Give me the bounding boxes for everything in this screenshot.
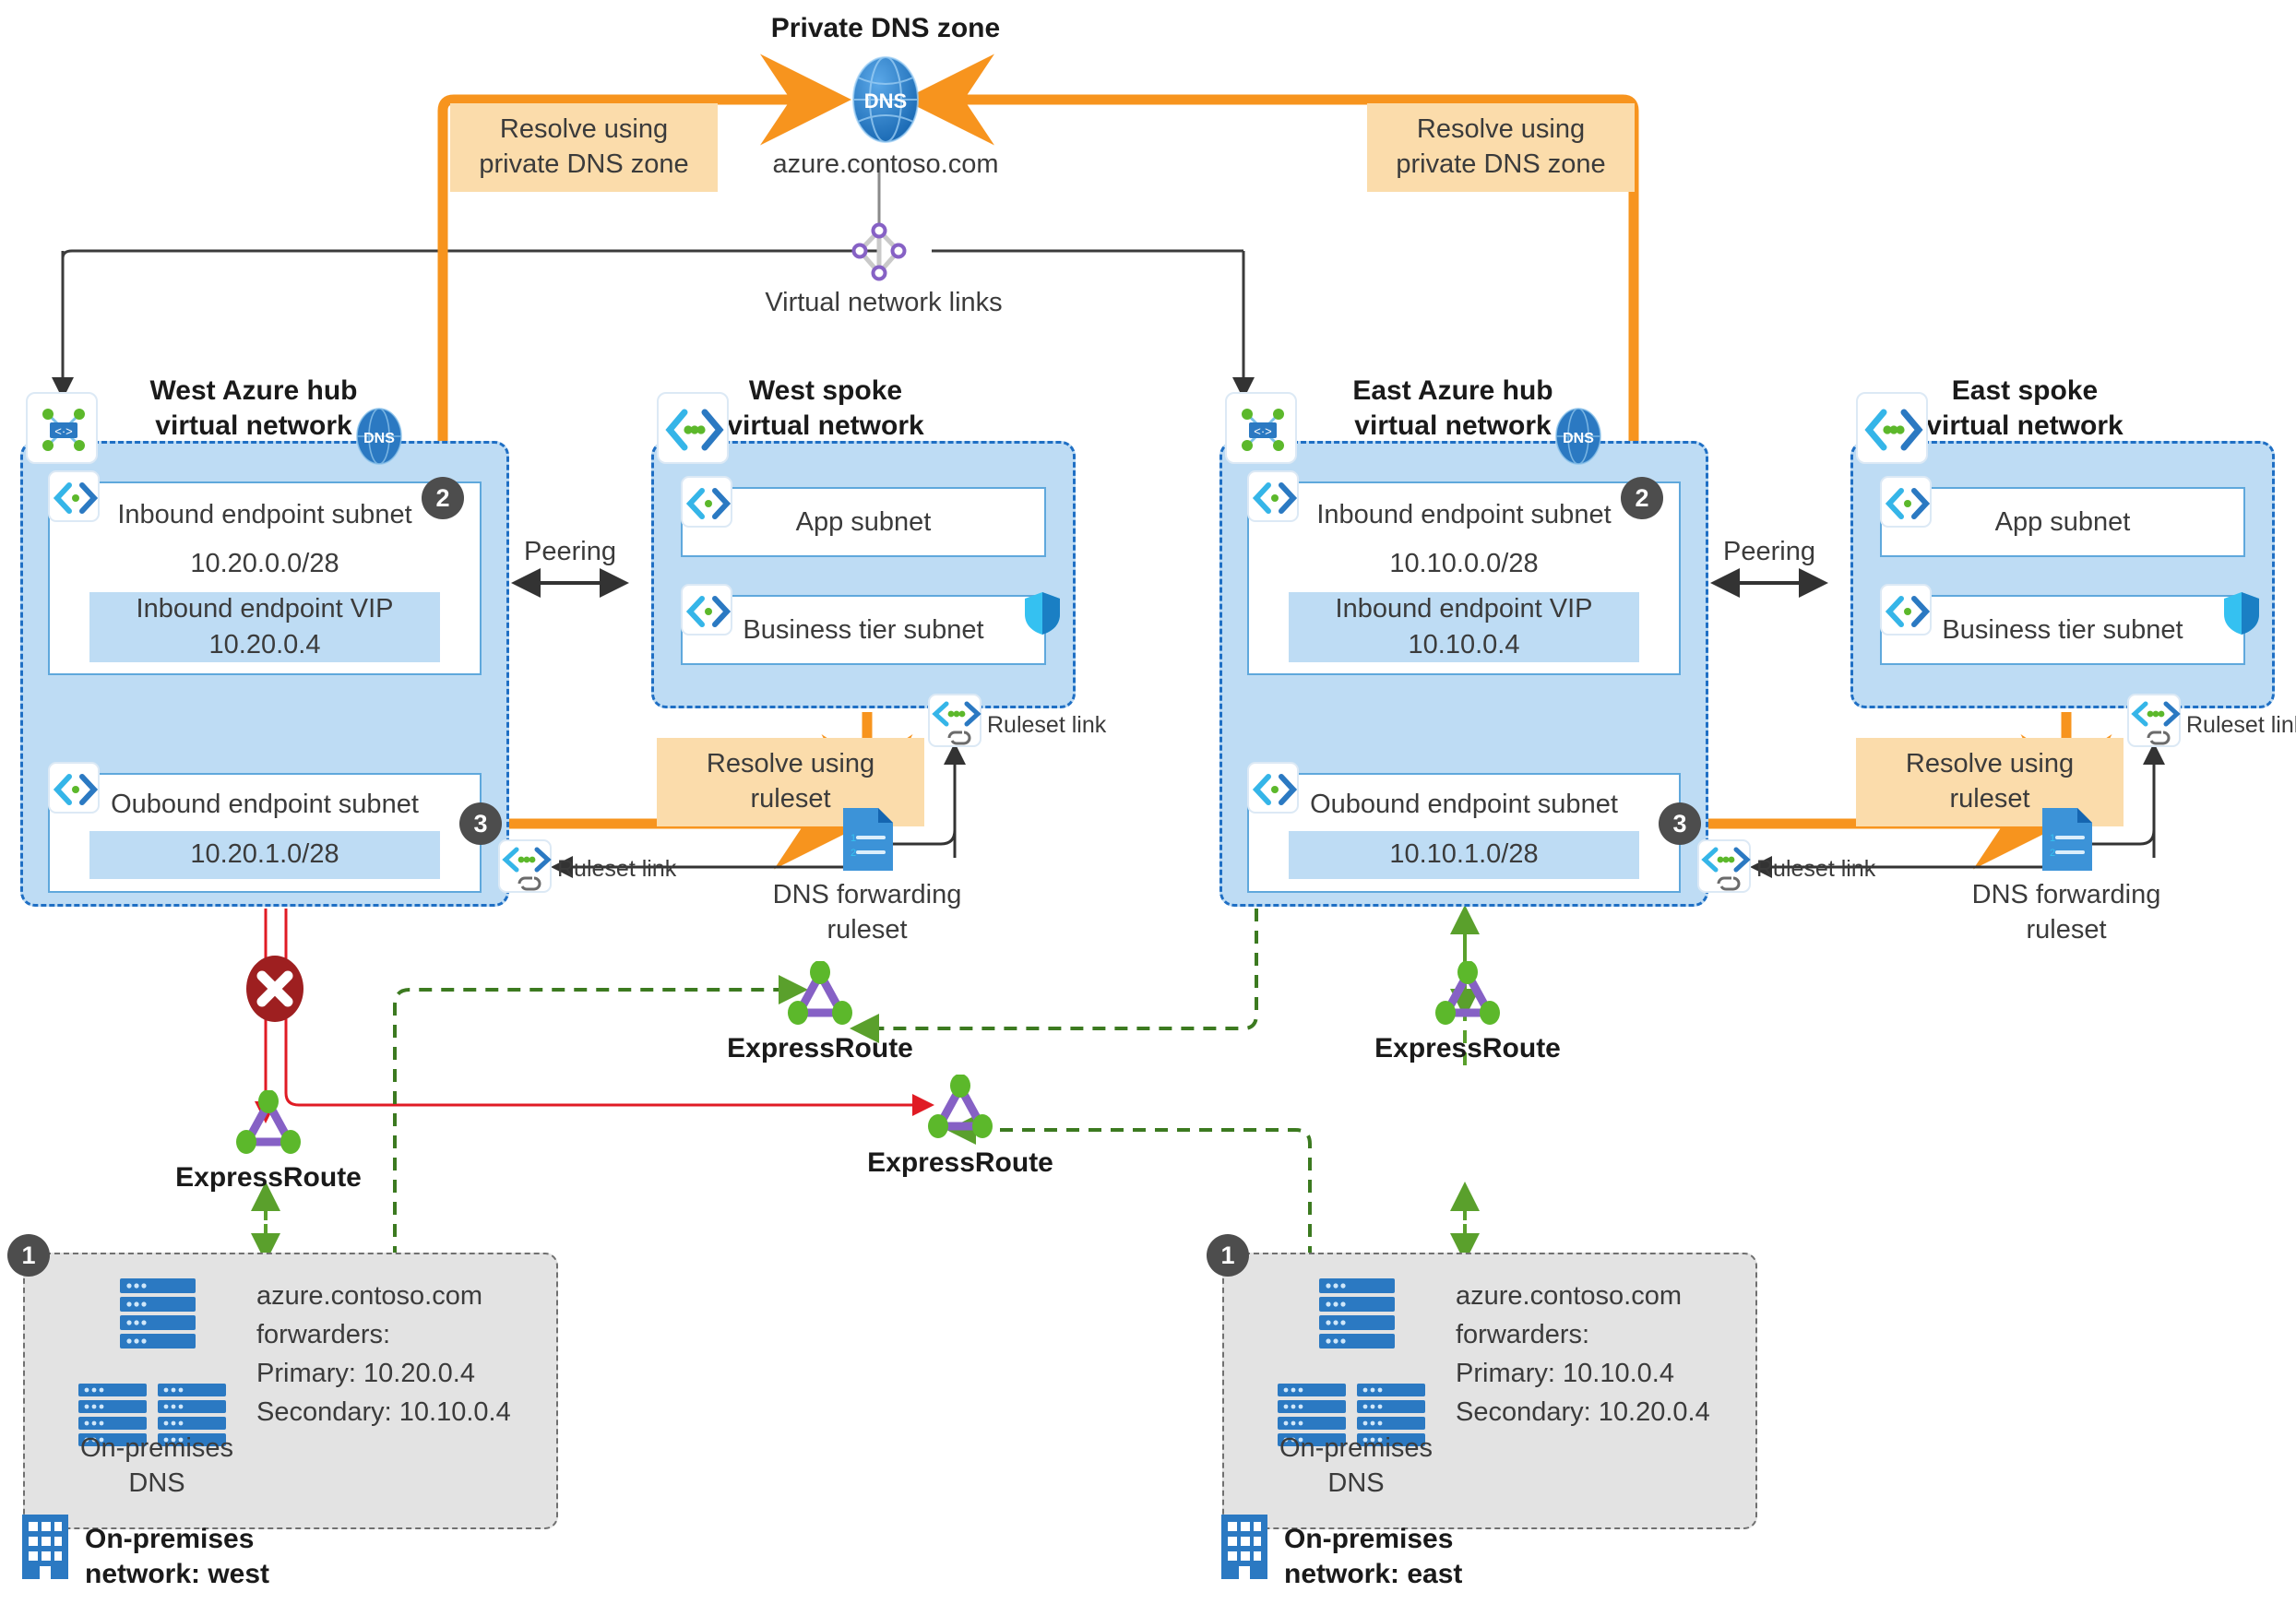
east-spoke-business-subnet: Business tier subnet: [1880, 595, 2245, 665]
step-badge-3-west: 3: [459, 802, 502, 845]
expressroute-icon-west: [232, 1089, 304, 1157]
west-spoke-business-subnet-label: Business tier subnet: [743, 614, 984, 645]
dns-forwarding-ruleset-label-west: DNS forwarding ruleset: [772, 880, 962, 945]
onprem-west-dns-servers-icon: [65, 1273, 249, 1448]
east-hub-vnet-icon: <·>: [1225, 392, 1297, 464]
west-spoke-shield-icon: [1022, 590, 1063, 636]
east-spoke-app-subnet: App subnet: [1880, 487, 2245, 557]
ruleset-link-icon-east-hub: [1697, 839, 1751, 893]
east-inbound-subnet-icon: [1247, 470, 1299, 522]
west-outbound-subnet-cidr: 10.20.1.0/28: [89, 831, 440, 879]
dns-zone-domain-label: azure.contoso.com: [772, 149, 999, 179]
expressroute-label-middle-upper: ExpressRoute: [727, 1033, 913, 1063]
callout-resolve-using-ruleset-east: Resolve using ruleset: [1856, 738, 2124, 826]
east-outbound-subnet-icon: [1247, 762, 1299, 814]
west-spoke-app-subnet-icon: [681, 476, 732, 528]
expressroute-icon-middle-lower: [924, 1074, 996, 1141]
west-hub-title: West Azure hub virtual network: [149, 375, 358, 441]
east-inbound-endpoint-subnet: Inbound endpoint subnet 10.10.0.0/28 Inb…: [1247, 481, 1681, 675]
blocked-connection-x-icon: [244, 955, 306, 1023]
svg-text:2: 2: [2050, 848, 2055, 859]
onprem-west-building-icon: [18, 1511, 72, 1581]
west-spoke-business-subnet-icon: [681, 584, 732, 636]
private-dns-zone-title: Private DNS zone: [770, 13, 1001, 43]
dns-globe-icon: DNS: [839, 53, 932, 146]
ruleset-link-icon-east-spoke: [2127, 694, 2181, 747]
east-outbound-subnet-cidr: 10.10.1.0/28: [1289, 831, 1639, 879]
west-hub-vnet-icon: <·>: [26, 392, 98, 464]
step-badge-2-east: 2: [1621, 477, 1663, 519]
ruleset-link-label-east-spoke: Ruleset link: [2186, 712, 2296, 738]
expressroute-icon-middle-upper: [784, 960, 856, 1028]
onprem-east-building-icon: [1218, 1511, 1271, 1581]
onprem-east-dns-servers-icon: [1264, 1273, 1448, 1448]
west-outbound-subnet-icon: [48, 762, 100, 814]
ruleset-link-label-east-hub: Ruleset link: [1756, 856, 1876, 882]
onprem-east-network-label: On-premises network: east: [1284, 1524, 1463, 1589]
west-hub-dns-icon: DNS: [349, 406, 410, 467]
dns-forwarding-ruleset-icon-east: 1 2: [2037, 804, 2098, 874]
dns-forwarding-ruleset-icon-west: 1 2: [838, 804, 898, 874]
east-spoke-business-subnet-icon: [1880, 584, 1932, 636]
step-badge-1-west: 1: [7, 1234, 50, 1277]
west-inbound-endpoint-subnet: Inbound endpoint subnet 10.20.0.0/28 Inb…: [48, 481, 482, 675]
expressroute-icon-east: [1432, 960, 1504, 1028]
step-badge-2-west: 2: [422, 477, 464, 519]
west-spoke-app-subnet: App subnet: [681, 487, 1046, 557]
east-spoke-app-subnet-label: App subnet: [1994, 506, 2131, 537]
ruleset-link-icon-west-spoke: [928, 694, 981, 747]
east-hub-title: East Azure hub virtual network: [1352, 375, 1553, 441]
west-spoke-vnet-icon: [657, 392, 729, 464]
onprem-east-dns-label: On-premises DNS: [1279, 1433, 1433, 1498]
east-spoke-business-subnet-label: Business tier subnet: [1942, 614, 2183, 645]
expressroute-label-middle-lower: ExpressRoute: [867, 1147, 1053, 1178]
svg-text:1: 1: [851, 833, 856, 844]
callout-resolve-private-dns-west: Resolve using private DNS zone: [450, 103, 718, 192]
ruleset-link-icon-west-hub: [498, 839, 552, 893]
onprem-west-dns-label: On-premises DNS: [80, 1433, 233, 1498]
svg-text:DNS: DNS: [864, 89, 907, 113]
east-inbound-subnet-cidr: 10.10.0.0/28: [1389, 549, 1539, 578]
step-badge-1-east: 1: [1207, 1234, 1249, 1277]
onprem-west-network-label: On-premises network: west: [85, 1524, 270, 1589]
west-inbound-subnet-icon: [48, 470, 100, 522]
west-inbound-endpoint-vip: Inbound endpoint VIP 10.20.0.4: [89, 592, 440, 662]
step-badge-3-east: 3: [1659, 802, 1701, 845]
east-hub-dns-icon: DNS: [1548, 406, 1609, 467]
east-spoke-vnet-icon: [1856, 392, 1928, 464]
west-spoke-business-subnet: Business tier subnet: [681, 595, 1046, 665]
east-spoke-app-subnet-icon: [1880, 476, 1932, 528]
east-outbound-subnet-name: Oubound endpoint subnet: [1310, 790, 1618, 819]
dns-forwarding-ruleset-label-east: DNS forwarding ruleset: [1971, 880, 2161, 945]
svg-text:<·>: <·>: [54, 424, 73, 438]
onprem-west-forwarders: azure.contoso.com forwarders: Primary: 1…: [256, 1281, 511, 1428]
svg-text:2: 2: [851, 848, 856, 859]
expressroute-label-east: ExpressRoute: [1374, 1033, 1561, 1063]
onprem-east-forwarders: azure.contoso.com forwarders: Primary: 1…: [1456, 1281, 1710, 1428]
west-spoke-title: West spoke virtual network: [727, 375, 924, 441]
east-outbound-endpoint-subnet: Oubound endpoint subnet 10.10.1.0/28: [1247, 773, 1681, 893]
svg-text:<·>: <·>: [1254, 424, 1272, 438]
virtual-network-links-label: Virtual network links: [765, 288, 1003, 317]
peering-label-west: Peering: [524, 537, 616, 566]
ruleset-link-label-west-hub: Ruleset link: [557, 856, 677, 882]
west-outbound-endpoint-subnet: Oubound endpoint subnet 10.20.1.0/28: [48, 773, 482, 893]
expressroute-label-west: ExpressRoute: [175, 1162, 362, 1193]
callout-resolve-private-dns-east: Resolve using private DNS zone: [1367, 103, 1635, 192]
east-spoke-shield-icon: [2221, 590, 2262, 636]
east-inbound-endpoint-vip: Inbound endpoint VIP 10.10.0.4: [1289, 592, 1639, 662]
west-spoke-app-subnet-label: App subnet: [795, 506, 932, 537]
west-inbound-subnet-name: Inbound endpoint subnet: [117, 500, 412, 529]
svg-text:1: 1: [2050, 833, 2055, 844]
ruleset-link-label-west-spoke: Ruleset link: [987, 712, 1107, 738]
west-inbound-subnet-cidr: 10.20.0.0/28: [190, 549, 339, 578]
svg-text:DNS: DNS: [363, 431, 395, 446]
svg-text:DNS: DNS: [1563, 431, 1594, 446]
east-spoke-title: East spoke virtual network: [1926, 375, 2124, 441]
virtual-network-links-icon: [847, 220, 911, 284]
peering-label-east: Peering: [1723, 537, 1815, 566]
west-outbound-subnet-name: Oubound endpoint subnet: [111, 790, 419, 819]
east-inbound-subnet-name: Inbound endpoint subnet: [1316, 500, 1612, 529]
